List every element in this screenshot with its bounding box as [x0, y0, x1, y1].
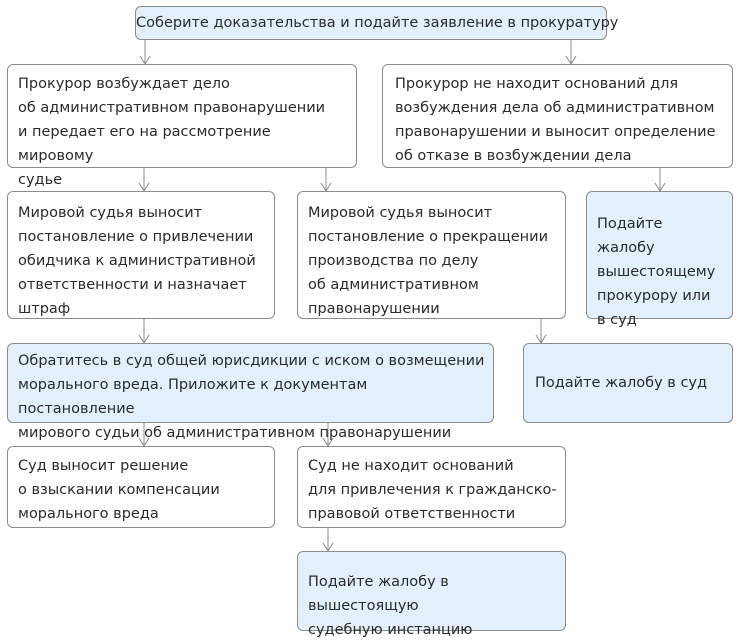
arrowhead	[139, 55, 151, 65]
prosecutor-refuses-box: Прокурор не находит оснований для возбуж…	[382, 64, 733, 168]
prosecutor-initiates-box: Прокурор возбуждает дело об администрати…	[7, 64, 357, 188]
complain-court-box: Подайте жалобу в суд	[523, 343, 733, 423]
complain-higher-prosecutor-box: Подайте жалобу вышестоящему прокурору ил…	[586, 191, 733, 328]
arrowhead	[322, 542, 334, 552]
judge-terminates-box: Мировой судья выносит постановление о пр…	[297, 191, 566, 319]
start-step: Соберите доказательства и подайте заявле…	[135, 6, 618, 40]
judge-fines-box: Мировой судья выносит постановление о пр…	[7, 191, 275, 319]
arrowhead	[138, 182, 150, 192]
court-awards-box: Суд выносит решение о взыскании компенса…	[7, 446, 275, 528]
arrowhead	[320, 182, 332, 192]
court-denies-box: Суд не находит оснований для привлечения…	[297, 446, 566, 528]
arrowhead	[535, 334, 547, 344]
arrowhead	[565, 55, 577, 65]
arrowhead	[138, 334, 150, 344]
appeal-higher-court-box: Подайте жалобу в вышестоящую судебную ин…	[297, 551, 566, 638]
civil-suit-box: Обратитесь в суд общей юрисдикции с иско…	[7, 343, 494, 441]
arrowhead	[654, 182, 666, 192]
